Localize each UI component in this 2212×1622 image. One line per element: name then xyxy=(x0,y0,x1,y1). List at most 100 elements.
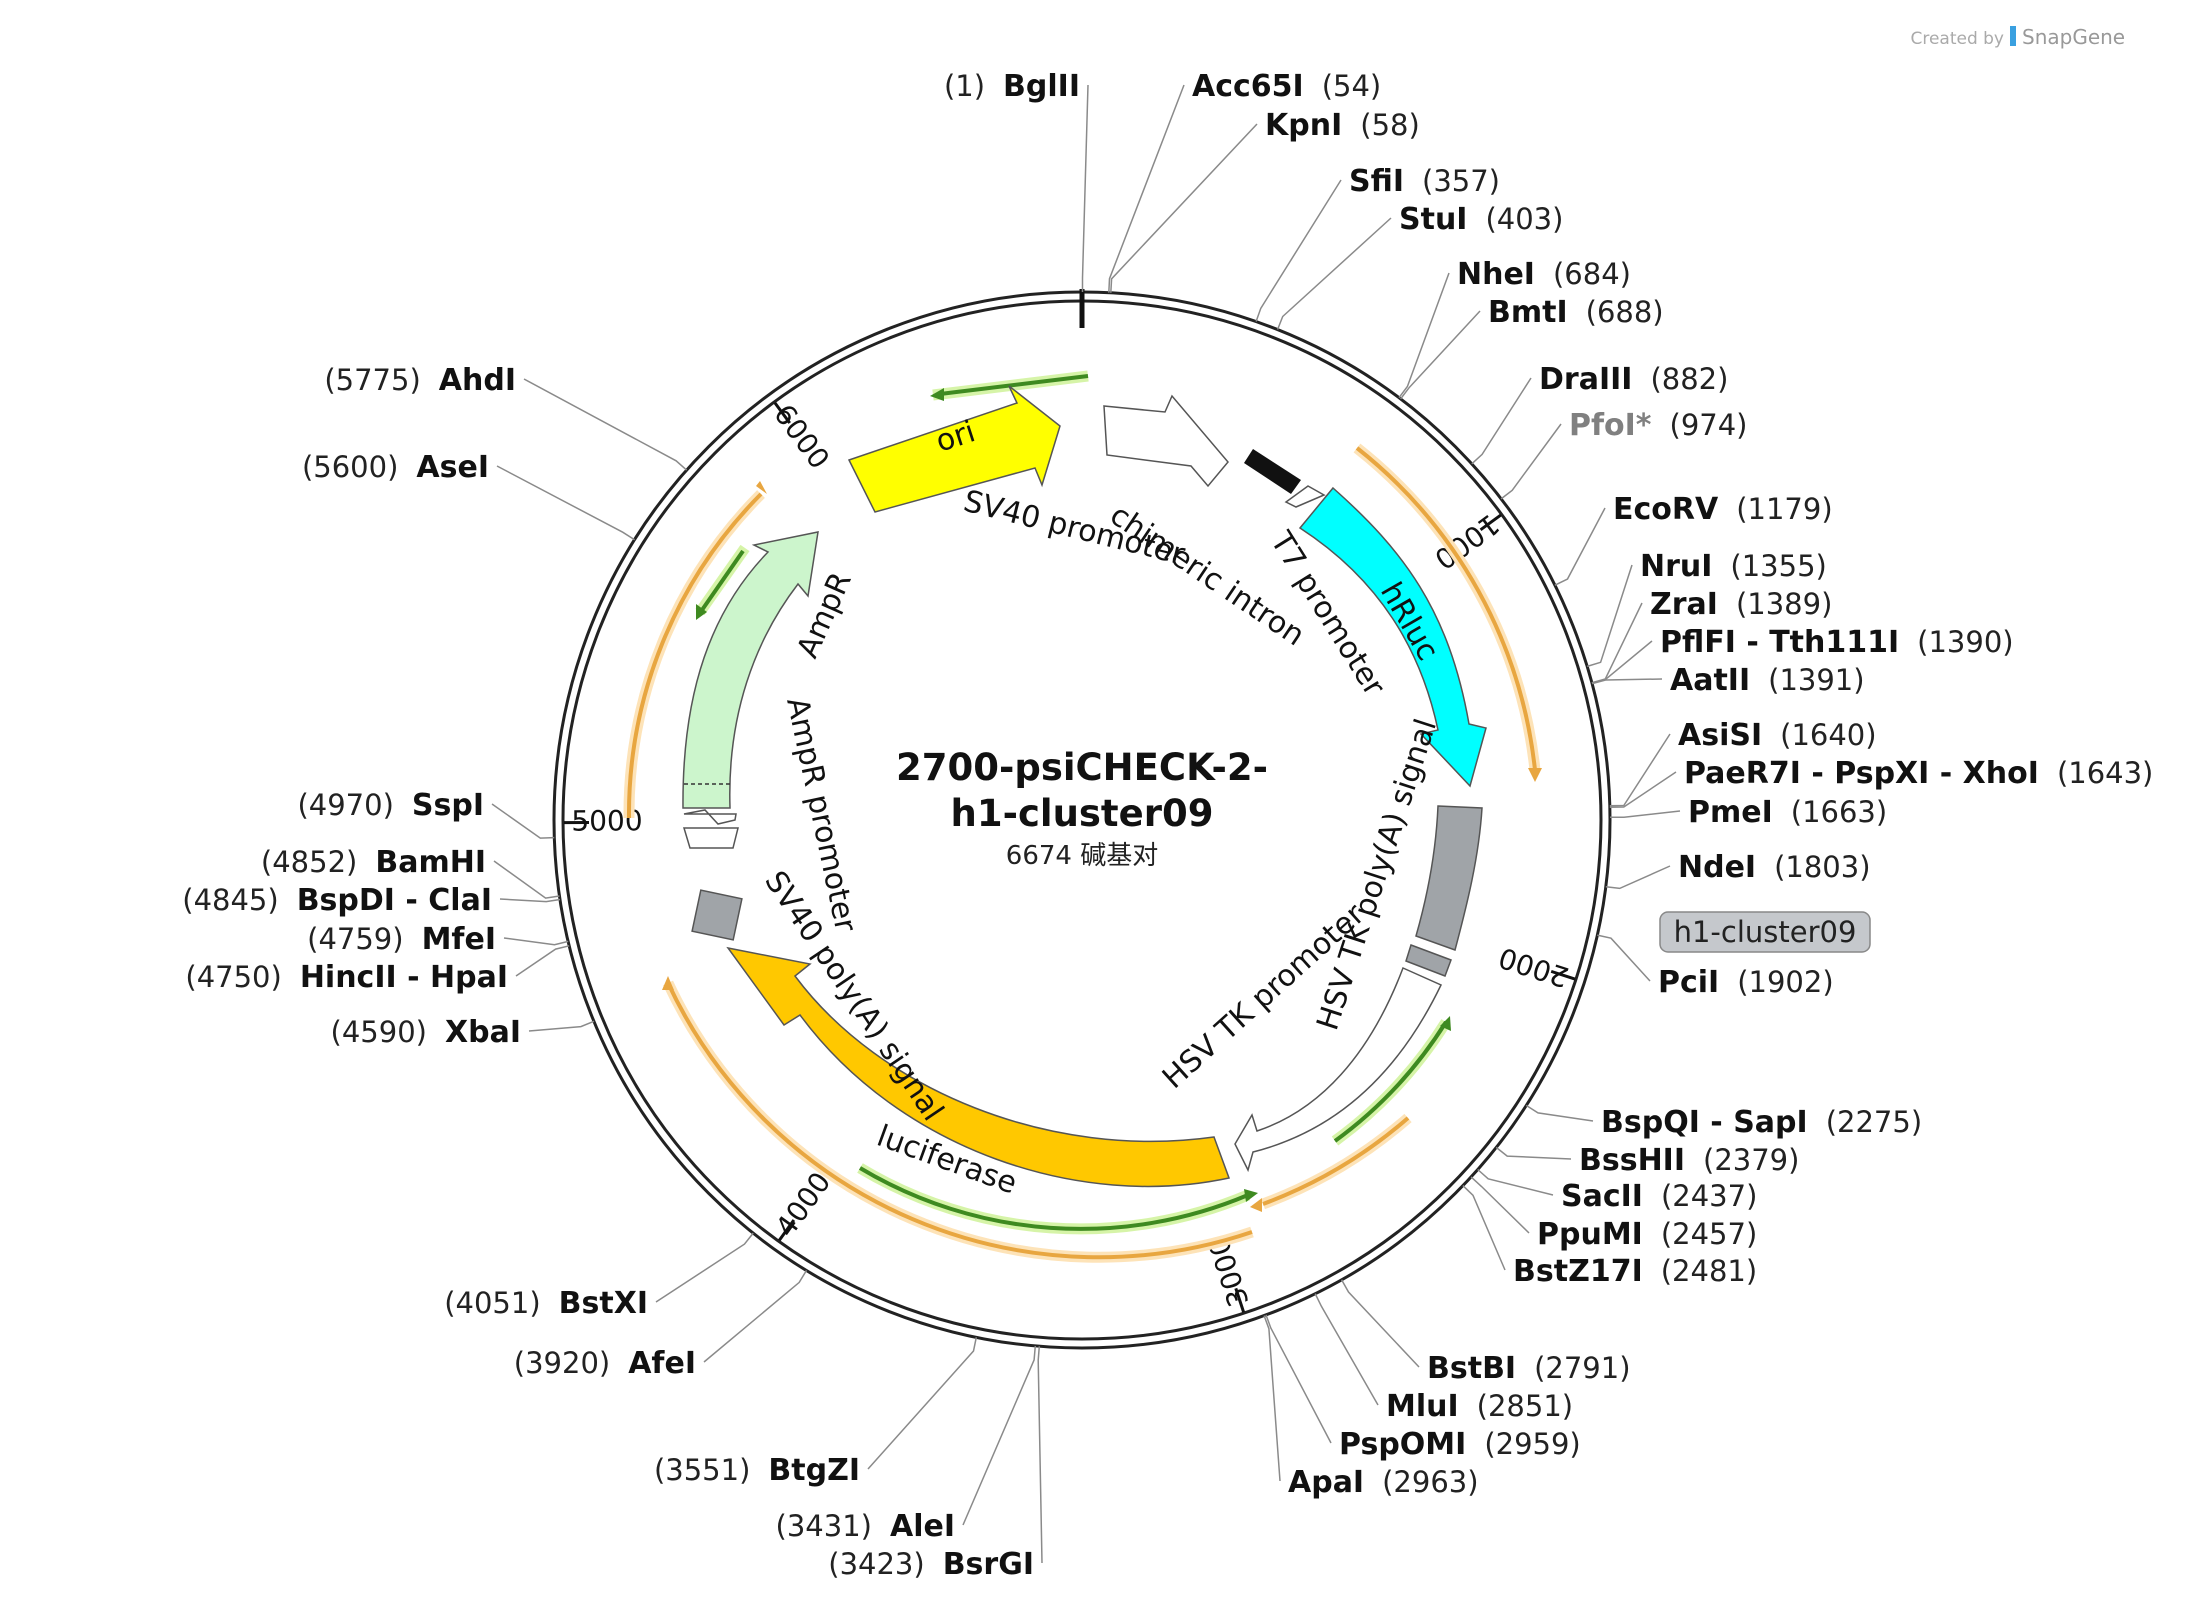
site-label-zrai[interactable]: ZraI(1389) xyxy=(1650,587,1832,622)
site-label-bspdi-clai[interactable]: (4845)BspDI - ClaI xyxy=(182,883,492,918)
site-label-xbai[interactable]: (4590)XbaI xyxy=(331,1015,521,1050)
leader-line-pcii xyxy=(1597,934,1651,982)
site-name: AhdI xyxy=(439,363,516,398)
site-label-bstbi[interactable]: BstBI (2791) xyxy=(1427,1351,1631,1386)
insert-badge[interactable]: h1-cluster09 xyxy=(1659,911,1871,953)
site-label-asisi[interactable]: AsiSI(1640) xyxy=(1678,718,1877,753)
chimeric-intron-bar[interactable] xyxy=(1244,449,1301,494)
ampr-arrow[interactable] xyxy=(682,531,819,809)
site-position: (5775) xyxy=(324,363,420,397)
site-position: (4759) xyxy=(307,922,403,956)
site-label-bstxi[interactable]: (4051)BstXI xyxy=(444,1286,648,1321)
leader-line-asisi xyxy=(1609,733,1671,807)
site-name: PfoI* xyxy=(1569,408,1652,443)
ori-arrow[interactable] xyxy=(847,385,1061,513)
site-label-stui[interactable]: StuI(403) xyxy=(1399,202,1563,237)
site-label-draiii[interactable]: DraIII(882) xyxy=(1539,362,1728,397)
site-name: BstBI xyxy=(1427,1351,1516,1386)
hsv-tk-polya-block[interactable] xyxy=(1415,805,1483,951)
site-name: PspOMI xyxy=(1339,1427,1466,1462)
insert-badge-label: h1-cluster09 xyxy=(1674,915,1857,949)
site-position: (54) xyxy=(1322,69,1382,103)
plasmid-title-line1: 2700-psiCHECK-2- xyxy=(896,746,1268,789)
site-position: (1640) xyxy=(1780,718,1876,752)
site-label-sspi[interactable]: (4970)SspI xyxy=(297,788,484,823)
site-label-mlui[interactable]: MluI(2851) xyxy=(1386,1389,1573,1424)
site-label-sacii[interactable]: SacII(2437) xyxy=(1561,1179,1757,1214)
site-label-bamhi[interactable]: (4852)BamHI xyxy=(261,845,486,880)
site-label-ndei[interactable]: NdeI(1803) xyxy=(1678,850,1871,885)
site-position: (2791) xyxy=(1534,1351,1630,1385)
site-label-paer7i-pspxi-xhoi[interactable]: PaeR7I - PspXI - XhoI(1643) xyxy=(1684,756,2153,791)
site-position: (3920) xyxy=(514,1346,610,1380)
site-label-bstz17i[interactable]: BstZ17I(2481) xyxy=(1513,1254,1757,1289)
site-label-bspqi-sapi[interactable]: BspQI - SapI(2275) xyxy=(1601,1105,1922,1140)
hrluc-arrow[interactable] xyxy=(1298,486,1487,788)
site-label-acc65i[interactable]: Acc65I(54) xyxy=(1192,69,1381,104)
site-label-apai[interactable]: ApaI(2963) xyxy=(1288,1465,1479,1500)
leader-line-asei xyxy=(496,465,635,541)
site-position: (1643) xyxy=(2057,756,2153,790)
site-label-ahdi[interactable]: (5775) AhdI xyxy=(324,363,516,398)
site-position: (1663) xyxy=(1791,795,1887,829)
site-label-ecorv[interactable]: EcoRV(1179) xyxy=(1613,492,1833,527)
site-label-ppumi[interactable]: PpuMI (2457) xyxy=(1537,1217,1757,1252)
ampr-promoter-arrow[interactable] xyxy=(682,809,739,849)
site-position: (357) xyxy=(1422,164,1500,198)
site-label-asei[interactable]: (5600)AseI xyxy=(302,450,489,485)
leader-line-pfoi- xyxy=(1500,423,1562,500)
site-label-pfoi-[interactable]: PfoI*(974) xyxy=(1569,408,1747,443)
site-label-hincii-hpai[interactable]: (4750)HincII - HpaI xyxy=(185,960,508,995)
leader-line-hincii-hpai xyxy=(515,945,570,977)
site-label-bsshii[interactable]: BssHII(2379) xyxy=(1579,1143,1799,1178)
site-name: BglII xyxy=(1003,69,1080,104)
sv40-promoter-arrow[interactable] xyxy=(1103,394,1229,488)
site-position: (2959) xyxy=(1484,1427,1580,1461)
site-label-kpni[interactable]: KpnI(58) xyxy=(1265,108,1420,143)
site-label-btgzi[interactable]: (3551)BtgZI xyxy=(654,1453,860,1488)
sv40-polya-block[interactable] xyxy=(691,889,743,941)
site-label-bmti[interactable]: BmtI(688) xyxy=(1488,295,1664,330)
site-label-sfii[interactable]: SfiI(357) xyxy=(1349,164,1500,199)
site-name: MluI xyxy=(1386,1389,1459,1424)
site-position: (1803) xyxy=(1774,850,1870,884)
green-left-arrowhead xyxy=(696,604,707,620)
leader-line-mlui xyxy=(1314,1293,1379,1406)
leader-line-xbai xyxy=(528,1020,595,1032)
site-name: BsrGI xyxy=(943,1547,1034,1582)
site-label-afei[interactable]: (3920)AfeI xyxy=(514,1346,696,1381)
site-label-bsrgi[interactable]: (3423)BsrGI xyxy=(828,1547,1034,1582)
site-position: (882) xyxy=(1650,362,1728,396)
t7-promoter-mark[interactable] xyxy=(1284,485,1326,508)
orf-hrluc-arc xyxy=(1355,446,1537,771)
green-left-line xyxy=(700,549,745,612)
site-name: NheI xyxy=(1457,257,1535,292)
site-position: (2437) xyxy=(1661,1179,1757,1213)
leader-line-bstz17i xyxy=(1462,1185,1506,1271)
hsv-tk-promoter-block[interactable] xyxy=(1405,944,1452,977)
site-position: (2457) xyxy=(1661,1217,1757,1251)
leader-line-afei xyxy=(703,1270,808,1363)
site-label-mfei[interactable]: (4759) MfeI xyxy=(307,922,496,957)
site-label-pcii[interactable]: PciI(1902) xyxy=(1658,965,1834,1000)
site-position: (684) xyxy=(1553,257,1631,291)
site-position: (1389) xyxy=(1736,587,1832,621)
site-label-nhei[interactable]: NheI (684) xyxy=(1457,257,1631,292)
tick-1000 xyxy=(1479,513,1502,532)
site-name: PciI xyxy=(1658,965,1719,1000)
luciferase-arrow[interactable] xyxy=(726,946,1231,1188)
site-label-pmei[interactable]: PmeI(1663) xyxy=(1688,795,1887,830)
site-label-pspomi[interactable]: PspOMI (2959) xyxy=(1339,1427,1581,1462)
site-name: BspQI - SapI xyxy=(1601,1105,1808,1140)
site-name: MfeI xyxy=(422,922,496,957)
site-label-alei[interactable]: (3431)AleI xyxy=(776,1509,955,1544)
site-label-aatii[interactable]: AatII(1391) xyxy=(1670,663,1865,698)
site-label-pflfi-tth111i[interactable]: PflFI - Tth111I(1390) xyxy=(1660,625,2014,660)
site-label-nrui[interactable]: NruI(1355) xyxy=(1640,549,1827,584)
site-label-bglii[interactable]: (1)BglII xyxy=(944,69,1080,104)
green-right-arrowhead xyxy=(1440,1016,1451,1031)
site-leader-lines xyxy=(491,84,1681,1564)
green-bottom-arrowhead xyxy=(1244,1189,1258,1202)
hsv-tk-arrow[interactable] xyxy=(1234,966,1443,1173)
site-name: PpuMI xyxy=(1537,1217,1643,1252)
